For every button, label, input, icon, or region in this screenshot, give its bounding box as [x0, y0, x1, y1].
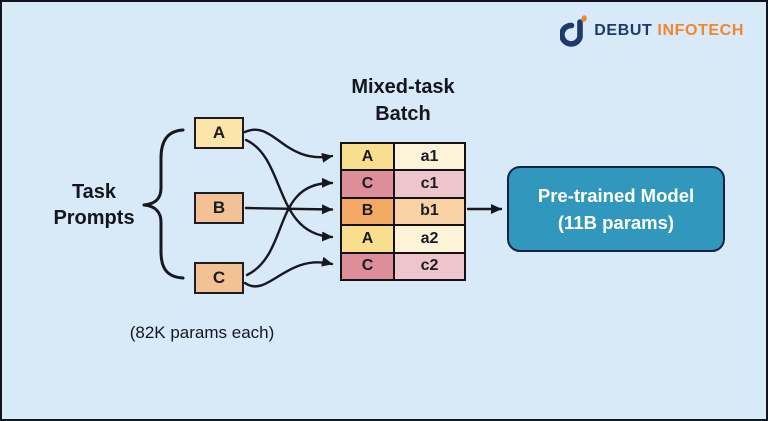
batch-sample-cell: b1 [395, 198, 464, 225]
model-box-line2: (11B params) [557, 212, 675, 233]
batch-task-cell: A [342, 226, 395, 252]
task-prompts-label-line1: Task [71, 181, 117, 203]
arrow-a-to-row4 [244, 138, 334, 242]
logo-wordmark: DEBUT INFOTECH [594, 22, 744, 40]
pretrained-model-box: Pre-trained Model (11B params) [507, 166, 725, 252]
batch-task-cell: C [342, 171, 395, 197]
mixed-task-batch-title: Mixed-task Batch [324, 74, 482, 128]
batch-sample-cell: a1 [395, 144, 464, 170]
params-note: (82K params each) [129, 323, 275, 342]
logo-brand-primary: DEBUT [594, 22, 653, 39]
batch-sample-cell: c1 [395, 171, 464, 197]
task-prompts-label-line2: Prompts [53, 207, 135, 229]
batch-sample-cell: a2 [395, 226, 464, 252]
prompt-box-c: C [194, 262, 244, 294]
arrow-c-to-row5 [243, 256, 334, 288]
arrow-b-to-row3 [244, 204, 334, 215]
debut-infotech-logo: DEBUT INFOTECH [560, 14, 744, 48]
logo-brand-secondary: INFOTECH [657, 22, 744, 39]
batch-title-line2: Batch [375, 103, 431, 125]
batch-task-cell: A [342, 144, 395, 170]
prompt-box-b: B [194, 192, 244, 224]
arrow-a-to-row1 [243, 128, 334, 163]
prompt-box-a: A [194, 117, 244, 149]
batch-title-line1: Mixed-task [351, 76, 455, 98]
batch-task-cell: B [342, 198, 395, 225]
arrow-c-to-row2 [245, 177, 334, 277]
model-box-line1: Pre-trained Model [537, 185, 695, 206]
batch-sample-cell: c2 [395, 253, 464, 279]
batch-task-cell: C [342, 253, 395, 279]
debut-logo-icon [560, 14, 588, 48]
task-prompts-label: Task Prompts [24, 179, 164, 231]
